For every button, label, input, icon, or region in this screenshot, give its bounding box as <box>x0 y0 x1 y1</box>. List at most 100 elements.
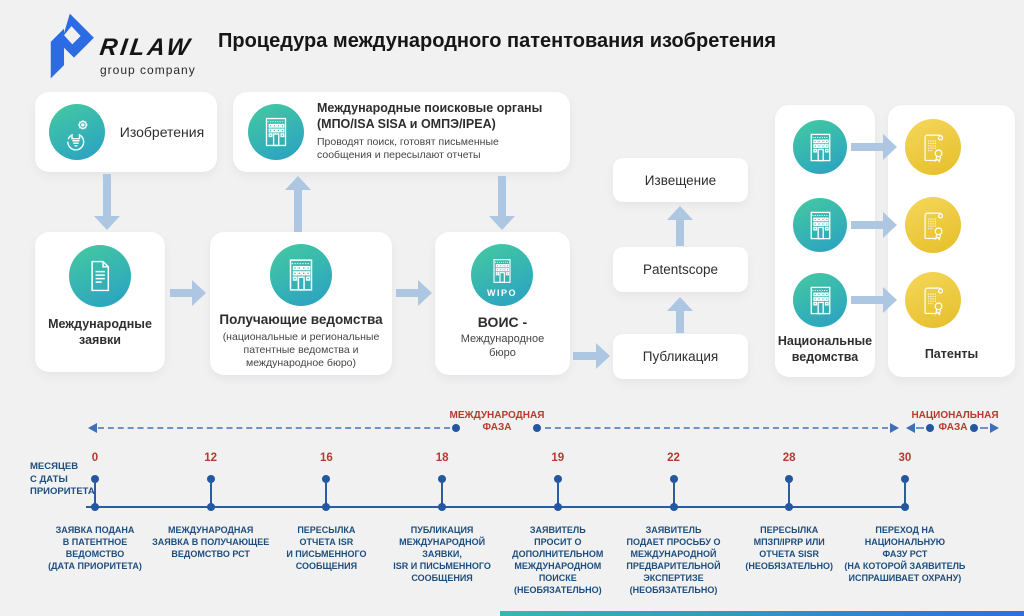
national-office-building-icon <box>793 273 847 327</box>
intl-phase-dot-right <box>533 424 541 432</box>
national-office-building-icon <box>793 198 847 252</box>
arrow-receiving-to-isa <box>285 176 311 232</box>
arrow-office-to-patent <box>851 287 897 313</box>
timeline-milestone: 16 ПЕРЕСЫЛКА ОТЧЕТА ISR И ПИСЬМЕННОГО СО… <box>264 452 388 610</box>
timeline-baseline <box>86 506 906 508</box>
timeline-milestone: 30 ПЕРЕХОД НА НАЦИОНАЛЬНУЮ ФАЗУ РСТ (НА … <box>843 452 967 610</box>
logo-tagline: group company <box>100 63 196 77</box>
milestone-dot-base <box>669 503 678 511</box>
milestone-stem <box>94 481 96 507</box>
milestone-dot-top <box>669 475 678 483</box>
arrow-inventions-to-applications <box>94 174 120 230</box>
milestone-month: 28 <box>782 452 796 464</box>
arrow-office-to-patent <box>851 134 897 160</box>
box-notice: Извещение <box>613 158 748 202</box>
national-office-row <box>775 118 1015 176</box>
milestone-dot-base <box>91 503 99 511</box>
milestone-dot-base <box>553 503 562 511</box>
inventions-label: Изобретения <box>119 124 205 140</box>
publication-label: Публикация <box>642 349 719 364</box>
card-receiving-offices: Получающие ведомства (национальные и рег… <box>210 232 392 375</box>
milestone-month: 0 <box>91 452 99 464</box>
milestone-dot-top <box>206 475 215 483</box>
intl-phase-left-arrow-icon <box>88 423 97 433</box>
patent-certificate-icon <box>905 272 961 328</box>
wipo-subtitle: Международное бюро <box>460 333 545 359</box>
patent-certificate-icon <box>905 119 961 175</box>
national-phase-label-bottom: ФАЗА <box>938 422 968 433</box>
intl-phase-dot-left <box>452 424 460 432</box>
wipo-title: ВОИС - <box>477 314 528 330</box>
arrow-receiving-to-wipo <box>396 280 432 306</box>
milestone-month: 30 <box>898 452 912 464</box>
intl-phase-dash-right <box>545 427 888 429</box>
card-international-applications: Международные заявки <box>35 232 165 372</box>
receiving-offices-subtitle: (национальные и региональные патентные в… <box>222 331 380 369</box>
box-publication: Публикация <box>613 334 748 379</box>
timeline-milestone: 28 ПЕРЕСЫЛКА МПЗП/IPRP ИЛИ ОТЧЕТА SISR (… <box>727 452 851 610</box>
timeline-milestone: 0 ЗАЯВКА ПОДАНА В ПАТЕНТНОЕ ВЕДОМСТВО (Д… <box>33 452 157 610</box>
patentscope-label: Patentscope <box>642 262 719 277</box>
logo-p-icon <box>50 13 94 79</box>
arrow-office-to-patent <box>851 212 897 238</box>
intl-phase-right-arrow-icon <box>890 423 899 433</box>
milestone-description: ЗАЯВИТЕЛЬ ПОДАЕТ ПРОСЬБУ О МЕЖДУНАРОДНОЙ… <box>626 525 721 595</box>
timeline-axis-label: МЕСЯЦЕВ С ДАТЫ ПРИОРИТЕТА <box>30 461 95 497</box>
patent-certificate-icon <box>905 197 961 253</box>
wipo-building-icon: WIPO <box>471 244 533 306</box>
national-phase-right-arrow-icon <box>990 423 999 433</box>
milestone-stem <box>903 481 906 507</box>
milestone-stem <box>672 481 675 507</box>
milestone-description: ЗАЯВКА ПОДАНА В ПАТЕНТНОЕ ВЕДОМСТВО (ДАТ… <box>48 525 142 571</box>
invention-bulb-icon <box>49 104 105 160</box>
receiving-office-building-icon <box>270 244 332 306</box>
timeline-milestone: 22 ЗАЯВИТЕЛЬ ПОДАЕТ ПРОСЬБУ О МЕЖДУНАРОД… <box>612 452 736 610</box>
search-authorities-subtitle: Проводят поиск, готовят письменные сообщ… <box>317 136 499 161</box>
receiving-offices-title: Получающие ведомства <box>219 312 383 327</box>
timeline-milestone: 12 МЕЖДУНАРОДНАЯ ЗАЯВКА В ПОЛУЧАЮЩЕЕ ВЕД… <box>149 452 273 610</box>
national-offices-label: Национальные ведомства <box>777 334 873 364</box>
card-search-authorities: Международные поисковые органы (МПО/ISA … <box>233 92 570 172</box>
milestone-dot-base <box>785 503 794 511</box>
milestone-description: ПЕРЕХОД НА НАЦИОНАЛЬНУЮ ФАЗУ РСТ (НА КОТ… <box>844 525 966 583</box>
intl-phase-dash-left <box>98 427 450 429</box>
arrow-applications-to-receiving <box>170 280 206 306</box>
arrow-isa-to-wipo <box>489 176 515 230</box>
milestone-description: ПЕРЕСЫЛКА МПЗП/IPRP ИЛИ ОТЧЕТА SISR (НЕО… <box>745 525 834 571</box>
milestone-dot-base <box>438 503 447 511</box>
timeline-milestone: 19 ЗАЯВИТЕЛЬ ПРОСИТ О ДОПОЛНИТЕЛЬНОМ МЕЖ… <box>496 452 620 610</box>
milestone-dot-base <box>206 503 215 511</box>
patents-label: Патенты <box>924 347 979 361</box>
timeline-milestone: 18 ПУБЛИКАЦИЯ МЕЖДУНАРОДНОЙ ЗАЯВКИ, ISR … <box>380 452 504 610</box>
milestone-description: ПЕРЕСЫЛКА ОТЧЕТА ISR И ПИСЬМЕННОГО СООБЩ… <box>286 525 367 571</box>
wipo-badge-text: WIPO <box>487 287 517 298</box>
bottom-accent-strip <box>500 611 1024 616</box>
national-phase-dash-right <box>980 427 988 429</box>
national-phase-left-arrow-icon <box>906 423 915 433</box>
arrow-wipo-to-publication <box>573 343 610 369</box>
milestone-stem <box>441 481 444 507</box>
card-inventions: Изобретения <box>35 92 217 172</box>
card-wipo: WIPO ВОИС - Международное бюро <box>435 232 570 375</box>
search-authorities-title: Международные поисковые органы (МПО/ISA … <box>317 101 543 131</box>
arrow-patentscope-to-notice <box>667 206 693 246</box>
national-office-building-icon <box>793 120 847 174</box>
milestone-stem <box>556 481 559 507</box>
national-phase-dot-right <box>970 424 978 432</box>
national-phase-dash-left <box>916 427 924 429</box>
national-office-row <box>775 271 1015 329</box>
milestone-dot-top <box>438 475 447 483</box>
national-phase-label-top: НАЦИОНАЛЬНАЯ <box>911 410 999 421</box>
international-applications-label: Международные заявки <box>48 317 152 347</box>
notice-label: Извещение <box>644 172 717 188</box>
milestone-month: 19 <box>551 452 565 464</box>
milestone-stem <box>209 481 212 507</box>
application-document-icon <box>69 245 131 307</box>
milestone-description: ПУБЛИКАЦИЯ МЕЖДУНАРОДНОЙ ЗАЯВКИ, ISR И П… <box>393 525 491 583</box>
milestone-dot-top <box>553 475 562 483</box>
milestone-dot-top <box>322 475 331 483</box>
milestone-dot-base <box>322 503 331 511</box>
milestone-month: 18 <box>435 452 449 464</box>
milestone-description: МЕЖДУНАРОДНАЯ ЗАЯВКА В ПОЛУЧАЮЩЕЕ ВЕДОМС… <box>152 525 270 559</box>
